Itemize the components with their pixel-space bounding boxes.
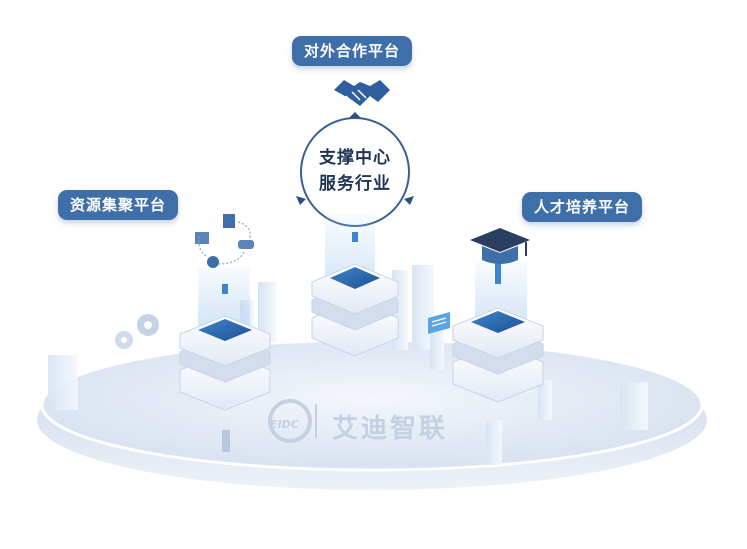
handshake-icon bbox=[334, 80, 390, 106]
ring-arrow-icon bbox=[349, 112, 361, 118]
right-server-stack bbox=[452, 262, 544, 403]
chip-tile bbox=[471, 311, 525, 333]
external-cooperation-label: 对外合作平台 bbox=[292, 36, 413, 66]
server-icon bbox=[223, 214, 235, 228]
chip-tile bbox=[330, 267, 380, 289]
center-ring bbox=[296, 112, 414, 227]
center-line-1: 支撑中心 bbox=[319, 148, 391, 168]
ring-arrow-icon bbox=[404, 196, 414, 205]
center-line-2: 服务行业 bbox=[319, 174, 391, 194]
brand-logo bbox=[268, 399, 317, 443]
gear-icon bbox=[115, 314, 159, 349]
gear-icon bbox=[207, 256, 219, 268]
display-panel-icon bbox=[195, 232, 209, 244]
left-server-stack bbox=[179, 284, 271, 411]
brand-name: 艾迪智联 bbox=[332, 414, 449, 444]
graduation-cap-icon bbox=[470, 228, 530, 264]
ring-arrow-icon bbox=[296, 196, 306, 205]
background-towers bbox=[48, 265, 648, 465]
center-server-stack bbox=[311, 232, 399, 357]
center-node-text: 支撑中心 服务行业 bbox=[300, 145, 410, 197]
talent-training-label: 人才培养平台 bbox=[522, 192, 643, 222]
brand-mark: EIDC bbox=[270, 418, 299, 431]
resource-cycle-icon bbox=[195, 214, 254, 268]
car-icon bbox=[238, 240, 254, 249]
resource-aggregation-label: 资源集聚平台 bbox=[58, 190, 179, 220]
chip-tile bbox=[198, 319, 252, 341]
display-panel-icon bbox=[428, 312, 450, 334]
